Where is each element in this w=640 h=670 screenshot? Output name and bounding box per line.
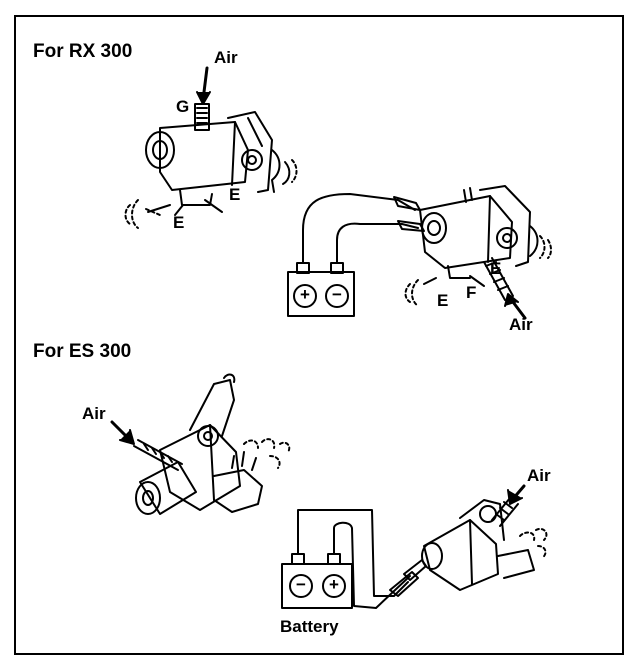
rx300-port-g-label: G [176, 97, 190, 116]
es300-air-right-label: Air [527, 466, 551, 485]
es300-wires [297, 509, 427, 609]
section-heading-es300: For ES 300 [33, 341, 132, 362]
es300-battery-label: Battery [280, 617, 339, 636]
rx300-port-e-side-label: E [490, 259, 502, 278]
rx300-battery-terminal-left: + [300, 285, 310, 304]
es300-air-left-label: Air [82, 404, 106, 423]
rx300-air-bottom-label: Air [509, 315, 533, 334]
rx300-vsv-right [404, 185, 552, 320]
es300-battery-terminal-left: − [296, 575, 306, 594]
rx300-port-e-left-label: E [173, 213, 185, 232]
rx300-battery [287, 262, 355, 317]
section-heading-rx300: For RX 300 [33, 41, 133, 62]
rx300-air-top-label: Air [214, 48, 238, 67]
rx300-port-f-label: F [466, 283, 477, 302]
rx300-port-e-right-label: E [229, 185, 241, 204]
es300-battery [281, 553, 353, 609]
rx300-port-e-bottom-label: E [437, 291, 449, 310]
diagram-frame [14, 15, 624, 655]
es300-vsv-left [110, 373, 291, 515]
rx300-vsv-left [124, 66, 298, 229]
es300-battery-terminal-right: + [329, 575, 339, 594]
rx300-battery-terminal-right: − [332, 285, 342, 304]
rx300-wires [302, 193, 425, 264]
es300-vsv-right [421, 484, 548, 591]
